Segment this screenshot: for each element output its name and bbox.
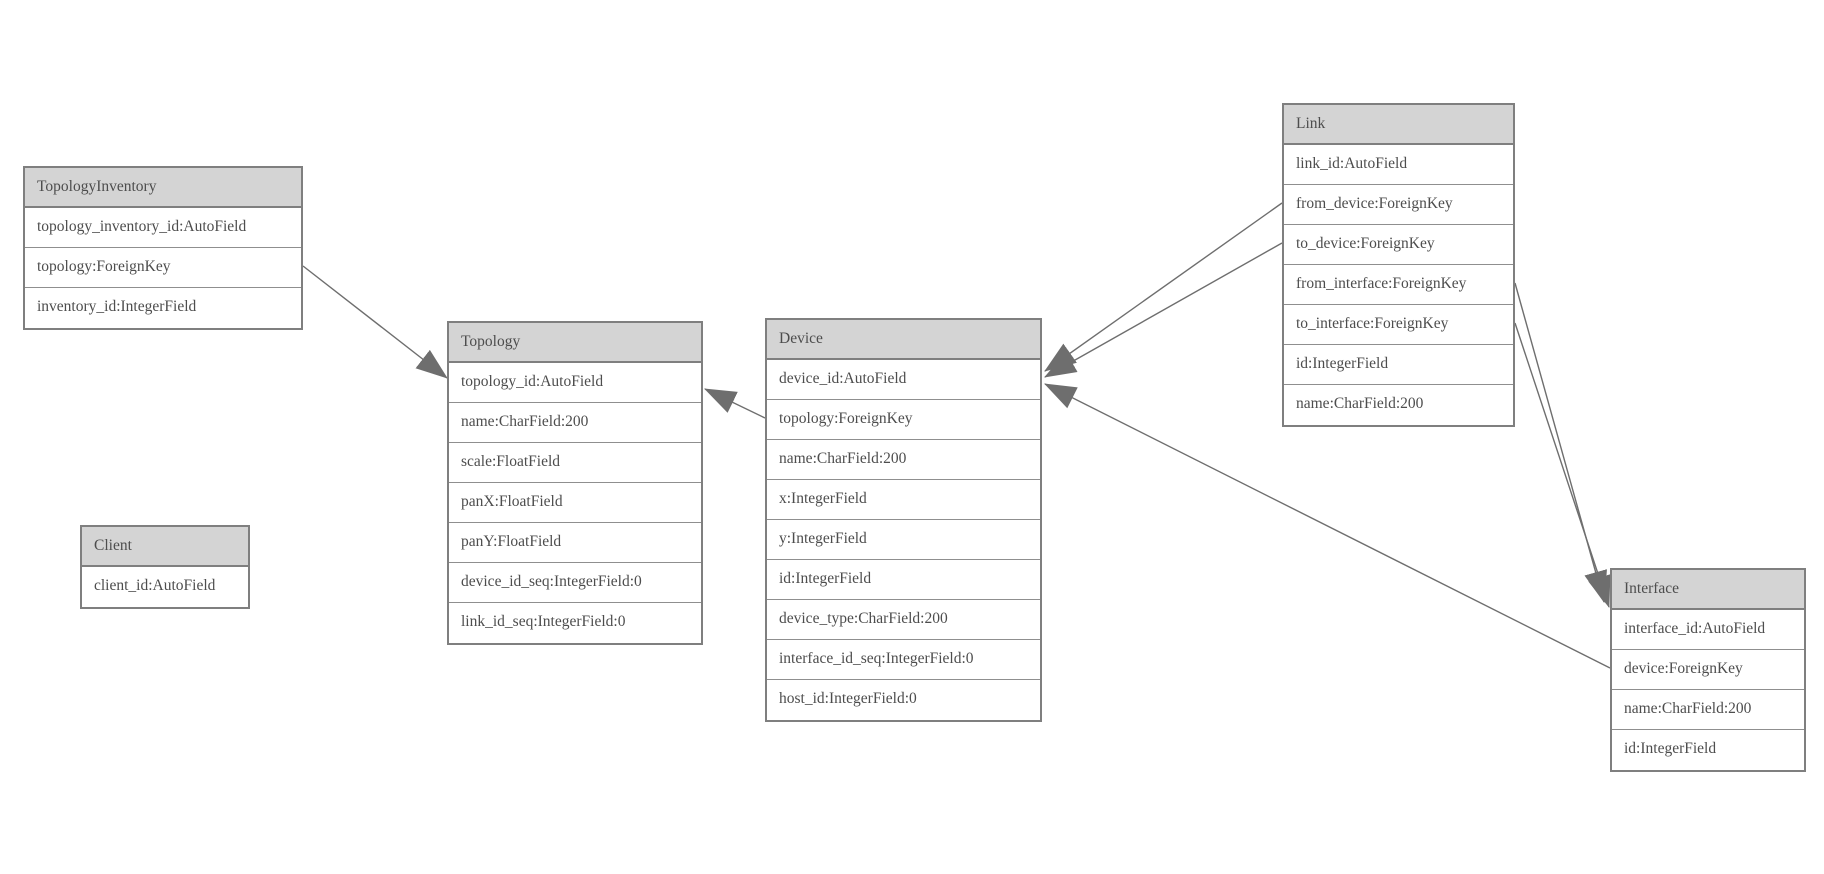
table-field: topology:ForeignKey (767, 400, 1040, 440)
table-interface-header: Interface (1612, 570, 1804, 610)
table-field: inventory_id:IntegerField (25, 288, 301, 328)
edge-device-topology-to-topology (704, 388, 766, 419)
edge-link-from_device-to-device (1044, 202, 1283, 372)
table-field: interface_id_seq:IntegerField:0 (767, 640, 1040, 680)
edge-interface-device-to-device (1044, 383, 1611, 669)
table-field: scale:FloatField (449, 443, 701, 483)
table-field: from_interface:ForeignKey (1284, 265, 1513, 305)
table-client: Client client_id:AutoField (80, 525, 250, 609)
table-client-header: Client (82, 527, 248, 567)
table-field: to_device:ForeignKey (1284, 225, 1513, 265)
table-device-header: Device (767, 320, 1040, 360)
table-field: id:IntegerField (767, 560, 1040, 600)
table-field: name:CharField:200 (1284, 385, 1513, 425)
table-field: interface_id:AutoField (1612, 610, 1804, 650)
table-interface: Interface interface_id:AutoField device:… (1610, 568, 1806, 772)
table-field: id:IntegerField (1612, 730, 1804, 770)
table-field: to_interface:ForeignKey (1284, 305, 1513, 345)
table-field: topology_id:AutoField (449, 363, 701, 403)
table-topologyinventory: TopologyInventory topology_inventory_id:… (23, 166, 303, 330)
table-device: Device device_id:AutoField topology:Fore… (765, 318, 1042, 722)
table-field: topology:ForeignKey (25, 248, 301, 288)
table-field: host_id:IntegerField:0 (767, 680, 1040, 720)
table-field: device_id_seq:IntegerField:0 (449, 563, 701, 603)
table-field: panY:FloatField (449, 523, 701, 563)
table-field: y:IntegerField (767, 520, 1040, 560)
table-topology-header: Topology (449, 323, 701, 363)
table-field: device_id:AutoField (767, 360, 1040, 400)
table-field: device_type:CharField:200 (767, 600, 1040, 640)
table-field: panX:FloatField (449, 483, 701, 523)
table-field: name:CharField:200 (449, 403, 701, 443)
table-field: device:ForeignKey (1612, 650, 1804, 690)
edge-topologyinventory-topology-to-topology (302, 265, 448, 379)
edge-link-from_interface-to-interface (1514, 282, 1607, 604)
edge-link-to_interface-to-interface (1514, 322, 1611, 609)
table-link-header: Link (1284, 105, 1513, 145)
table-topology: Topology topology_id:AutoField name:Char… (447, 321, 703, 645)
table-field: link_id:AutoField (1284, 145, 1513, 185)
table-field: name:CharField:200 (767, 440, 1040, 480)
table-field: client_id:AutoField (82, 567, 248, 607)
table-field: name:CharField:200 (1612, 690, 1804, 730)
table-link: Link link_id:AutoField from_device:Forei… (1282, 103, 1515, 427)
table-field: topology_inventory_id:AutoField (25, 208, 301, 248)
table-topologyinventory-header: TopologyInventory (25, 168, 301, 208)
table-field: id:IntegerField (1284, 345, 1513, 385)
table-field: link_id_seq:IntegerField:0 (449, 603, 701, 643)
table-field: x:IntegerField (767, 480, 1040, 520)
edge-link-to_device-to-device (1044, 242, 1283, 378)
table-field: from_device:ForeignKey (1284, 185, 1513, 225)
